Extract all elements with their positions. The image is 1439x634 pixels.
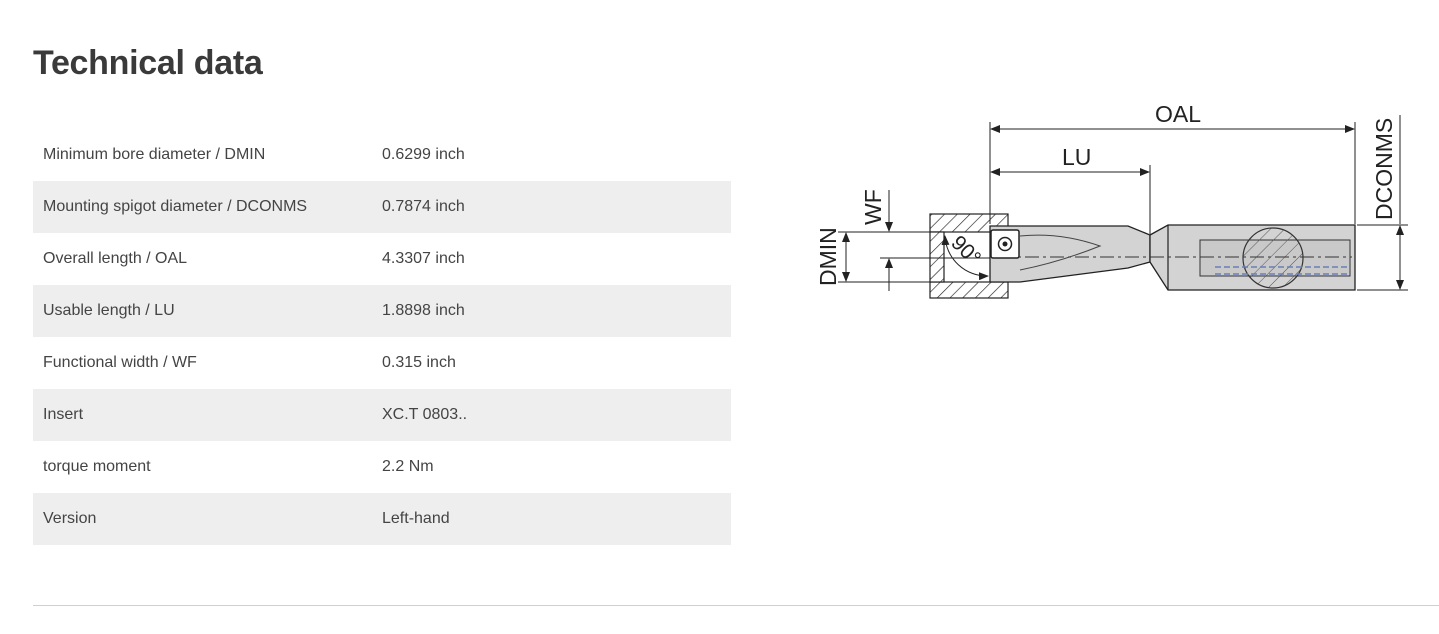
spec-label: Minimum bore diameter / DMIN xyxy=(43,146,266,163)
page-title: Technical data xyxy=(33,44,263,82)
table-row: Overall length / OAL 4.3307 inch xyxy=(33,233,731,285)
insert-icon xyxy=(990,229,1020,259)
technical-data-table: Minimum bore diameter / DMIN 0.6299 inch… xyxy=(33,129,731,545)
spec-label: torque moment xyxy=(43,458,151,475)
table-row: torque moment 2.2 Nm xyxy=(33,441,731,493)
tool-dimension-drawing: OAL LU DCONMS WF DMIN 90° xyxy=(815,101,1408,299)
spec-label: Functional width / WF xyxy=(43,354,197,371)
table-row: Version Left-hand xyxy=(33,493,731,545)
table-row: Minimum bore diameter / DMIN 0.6299 inch xyxy=(33,129,731,181)
spec-label: Usable length / LU xyxy=(43,302,175,319)
spec-label: Mounting spigot diameter / DCONMS xyxy=(43,198,308,215)
spec-label: Insert xyxy=(43,406,84,423)
spec-value: 0.6299 inch xyxy=(382,146,465,163)
angle-label: 90° xyxy=(946,231,985,270)
lu-dimension: LU xyxy=(990,144,1151,234)
workpiece-section xyxy=(929,213,1009,299)
oal-dimension: OAL xyxy=(989,101,1356,224)
drill-tool-body xyxy=(989,224,1356,291)
spec-value: 2.2 Nm xyxy=(382,458,434,475)
dconms-label: DCONMS xyxy=(1371,118,1397,220)
spec-label: Overall length / OAL xyxy=(43,250,188,267)
spec-value: 4.3307 inch xyxy=(382,250,465,267)
spec-value: 0.315 inch xyxy=(382,354,456,371)
table-row: Insert XC.T 0803.. xyxy=(33,389,731,441)
spec-label: Version xyxy=(43,510,97,527)
table-row: Usable length / LU 1.8898 inch xyxy=(33,285,731,337)
spec-value: 0.7874 inch xyxy=(382,198,465,215)
lu-label: LU xyxy=(1062,144,1091,170)
spec-value: Left-hand xyxy=(382,510,450,527)
angle-dimension: 90° xyxy=(941,231,989,281)
dconms-dimension: DCONMS xyxy=(1357,115,1408,291)
table-row: Functional width / WF 0.315 inch xyxy=(33,337,731,389)
table-row: Mounting spigot diameter / DCONMS 0.7874… xyxy=(33,181,731,233)
dmin-dimension: DMIN xyxy=(815,227,1008,286)
dmin-label: DMIN xyxy=(815,227,841,286)
spec-value: XC.T 0803.. xyxy=(382,406,468,423)
oal-label: OAL xyxy=(1155,101,1201,127)
wf-label: WF xyxy=(860,189,886,225)
spec-value: 1.8898 inch xyxy=(382,302,465,319)
section-divider xyxy=(33,605,1439,606)
